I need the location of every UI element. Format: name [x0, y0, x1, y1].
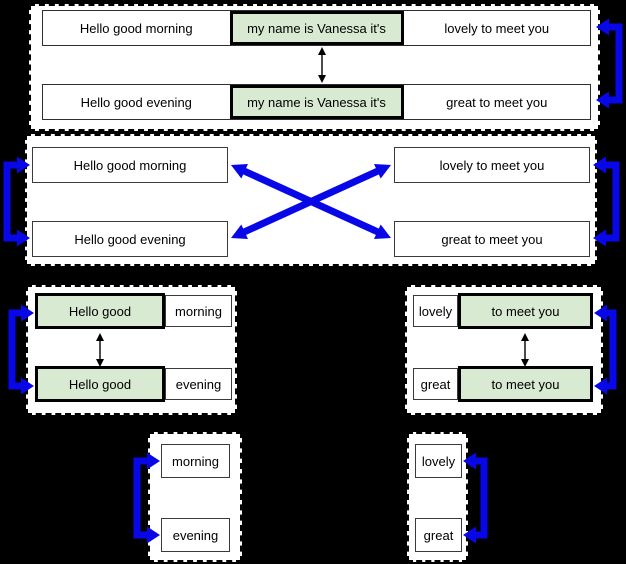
unique-word-box: morning	[161, 444, 230, 478]
segment-box-top-right: lovely to meet you	[394, 147, 590, 183]
sentence-suffix-text: great to meet you	[446, 94, 548, 110]
segment-box-bottom-right: great to meet you	[394, 221, 590, 257]
unique-prefix-box: great	[413, 368, 458, 400]
sentence-prefix-text: Hello good morning	[79, 20, 193, 36]
sentence-suffix-text: lovely to meet you	[444, 20, 550, 36]
shared-prefix-box: Hello good	[35, 293, 165, 329]
sentence-row: Hello good evening my name is Vanessa it…	[42, 84, 591, 120]
prefix-row: Hello good evening	[35, 366, 232, 402]
unique-word-box: great	[415, 518, 462, 552]
unique-suffix-box: evening	[165, 368, 232, 400]
panel-shared-suffix: lovely to meet you great to meet you	[405, 285, 603, 415]
sentence-row: Hello good morning my name is Vanessa it…	[42, 10, 591, 46]
shared-suffix-box: to meet you	[458, 293, 593, 329]
suffix-row: lovely to meet you	[413, 293, 593, 329]
shared-suffix-box: to meet you	[458, 366, 593, 402]
shared-prefix-box: Hello good	[35, 366, 165, 402]
unique-word-box: lovely	[415, 444, 462, 478]
unique-prefix-box: lovely	[413, 295, 458, 327]
segment-box-bottom-left: Hello good evening	[32, 221, 228, 257]
sentence-prefix-text: Hello good evening	[80, 94, 192, 110]
segment-box-top-left: Hello good morning	[32, 147, 228, 183]
panel-split-segments: Hello good morning Hello good evening lo…	[25, 134, 597, 266]
panel-unique-words-right: lovely great	[407, 432, 468, 562]
prefix-row: Hello good morning	[35, 293, 232, 329]
panel-unique-words-left: morning evening	[148, 432, 242, 562]
panel-sentence-pairs: Hello good morning my name is Vanessa it…	[29, 4, 600, 131]
unique-word-box: evening	[161, 518, 230, 552]
panel-shared-prefix: Hello good morning Hello good evening	[26, 285, 237, 415]
unique-suffix-box: morning	[165, 295, 232, 327]
shared-segment-box: my name is Vanessa it's	[229, 11, 404, 45]
suffix-row: great to meet you	[413, 366, 593, 402]
shared-segment-box: my name is Vanessa it's	[229, 85, 404, 119]
